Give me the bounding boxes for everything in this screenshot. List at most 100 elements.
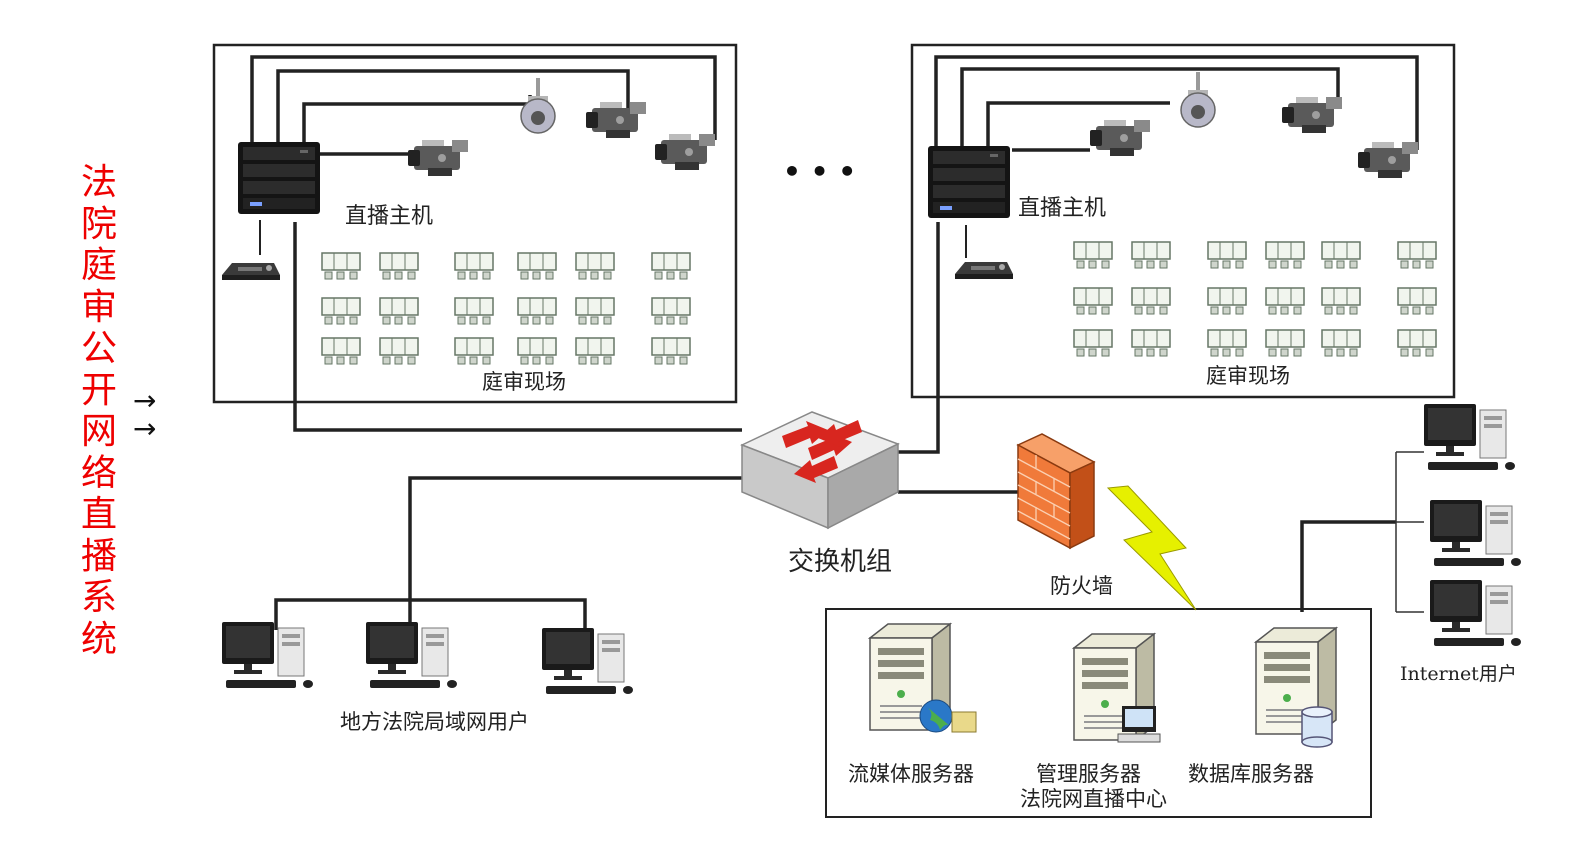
database-icon xyxy=(1301,706,1333,748)
arrow: → xyxy=(133,384,156,417)
database-server-label: 数据库服务器 xyxy=(1188,762,1314,786)
right-seat-grid xyxy=(1073,241,1437,357)
seat-group-icon xyxy=(454,252,494,280)
seat-group-icon xyxy=(1265,329,1305,357)
title-char: 络 xyxy=(80,452,117,494)
internet-bus xyxy=(1395,451,1424,613)
keyboard-icon xyxy=(955,262,1013,279)
seat-group-icon xyxy=(1397,329,1437,357)
seat-group-icon xyxy=(1397,241,1437,269)
desktop-pc-icon xyxy=(1429,579,1522,647)
seat-group-icon xyxy=(1207,241,1247,269)
wire xyxy=(274,598,587,632)
streaming-server-label: 流媒体服务器 xyxy=(848,762,974,786)
dome-camera-icon xyxy=(520,77,556,134)
seat-group-icon xyxy=(454,297,494,325)
seat-group-icon xyxy=(651,252,691,280)
seat-group-icon xyxy=(1131,329,1171,357)
seat-group-icon xyxy=(575,337,615,365)
title-char: 播 xyxy=(80,535,117,577)
title-char: 开 xyxy=(80,369,117,411)
keyboard-icon xyxy=(222,263,280,280)
seat-group-icon xyxy=(379,252,419,280)
left-courtroom-frame xyxy=(212,43,738,404)
seat-group-icon xyxy=(651,297,691,325)
wire xyxy=(293,222,742,432)
globe-icon xyxy=(919,699,977,733)
seat-group-icon xyxy=(454,337,494,365)
seat-group-icon xyxy=(1073,329,1113,357)
wire xyxy=(986,101,1170,147)
seat-group-icon xyxy=(1321,287,1361,315)
seat-group-icon xyxy=(1265,287,1305,315)
wire xyxy=(408,476,742,600)
title-char: 法 xyxy=(80,162,117,203)
seat-group-icon xyxy=(1207,287,1247,315)
seat-group-icon xyxy=(1131,287,1171,315)
site-label: 庭审现场 xyxy=(482,370,566,394)
video-camera-icon xyxy=(655,134,715,170)
right-courtroom-frame xyxy=(910,43,1456,399)
seat-group-icon xyxy=(1207,329,1247,357)
desktop-pc-icon xyxy=(221,621,314,689)
monitor-icon xyxy=(1117,706,1161,743)
dome-camera-icon xyxy=(1180,71,1216,128)
title-char: 系 xyxy=(80,577,117,618)
left-seat-grid xyxy=(321,252,691,365)
seat-group-icon xyxy=(517,252,557,280)
server-center-frame xyxy=(825,608,1372,818)
management-server-label: 管理服务器 xyxy=(1036,762,1141,786)
lan-users-label: 地方法院局域网用户 xyxy=(340,710,529,734)
firewall-icon xyxy=(1016,433,1096,550)
host-box-icon xyxy=(928,146,1010,218)
seat-group-icon xyxy=(1073,241,1113,269)
switch-icon xyxy=(740,411,900,530)
wire xyxy=(1300,520,1396,612)
video-camera-icon xyxy=(1358,142,1418,178)
seat-group-icon xyxy=(1397,287,1437,315)
wire xyxy=(898,222,940,454)
title-char: 网 xyxy=(80,411,117,452)
site-label: 庭审现场 xyxy=(1206,364,1290,388)
title-char: 审 xyxy=(80,286,117,328)
title-char: 庭 xyxy=(80,245,117,286)
seat-group-icon xyxy=(1131,241,1171,269)
seat-group-icon xyxy=(321,252,361,280)
lightning-icon xyxy=(1106,485,1197,611)
internet-users-label: Internet用户 xyxy=(1400,663,1517,685)
live-center-label: 法院网直播中心 xyxy=(1020,787,1167,811)
wire xyxy=(250,55,717,145)
title-char: 院 xyxy=(80,203,117,245)
switch-label: 交换机组 xyxy=(788,547,892,577)
desktop-pc-icon xyxy=(541,627,634,695)
video-camera-icon xyxy=(408,140,468,176)
video-camera-icon xyxy=(586,102,646,138)
system-title: 法 院 庭 审 公 开 网 络 直 播 系 统 xyxy=(78,162,120,660)
firewall-label: 防火墙 xyxy=(1050,574,1113,598)
video-camera-icon xyxy=(1282,97,1342,133)
seat-group-icon xyxy=(575,297,615,325)
seat-group-icon xyxy=(1321,329,1361,357)
host-label: 直播主机 xyxy=(1018,196,1106,221)
seat-group-icon xyxy=(1073,287,1113,315)
title-char: 公 xyxy=(80,328,117,369)
host-label: 直播主机 xyxy=(345,204,433,229)
title-char: 直 xyxy=(80,494,117,535)
seat-group-icon xyxy=(1321,241,1361,269)
host-box-icon xyxy=(238,142,320,214)
wire xyxy=(934,55,1419,150)
desktop-pc-icon xyxy=(365,621,458,689)
wire xyxy=(276,69,630,145)
desktop-pc-icon xyxy=(1423,403,1516,471)
seat-group-icon xyxy=(651,337,691,365)
seat-group-icon xyxy=(1265,241,1305,269)
wire xyxy=(960,67,1340,147)
seat-group-icon xyxy=(379,337,419,365)
seat-group-icon xyxy=(517,297,557,325)
seat-group-icon xyxy=(379,297,419,325)
seat-group-icon xyxy=(321,297,361,325)
seat-group-icon xyxy=(321,337,361,365)
seat-group-icon xyxy=(517,337,557,365)
seat-group-icon xyxy=(575,252,615,280)
